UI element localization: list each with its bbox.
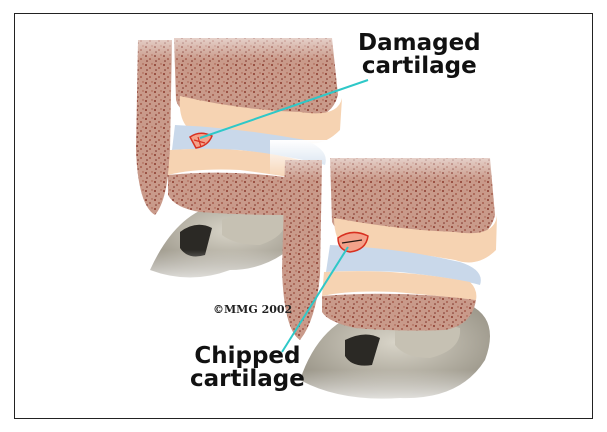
chipped-label-line2: cartilage xyxy=(190,368,305,391)
upper-fibula xyxy=(136,40,172,215)
chipped-cartilage-label: Chipped cartilage xyxy=(190,345,305,391)
damaged-cartilage-label: Damaged cartilage xyxy=(358,32,481,78)
lower-joint-view xyxy=(270,140,510,410)
chipped-label-line1: Chipped xyxy=(190,345,305,368)
damaged-label-line1: Damaged xyxy=(358,32,481,55)
copyright-notice: ©MMG 2002 xyxy=(213,303,292,316)
lower-talus-dome xyxy=(322,294,476,331)
damaged-label-line2: cartilage xyxy=(358,55,481,78)
